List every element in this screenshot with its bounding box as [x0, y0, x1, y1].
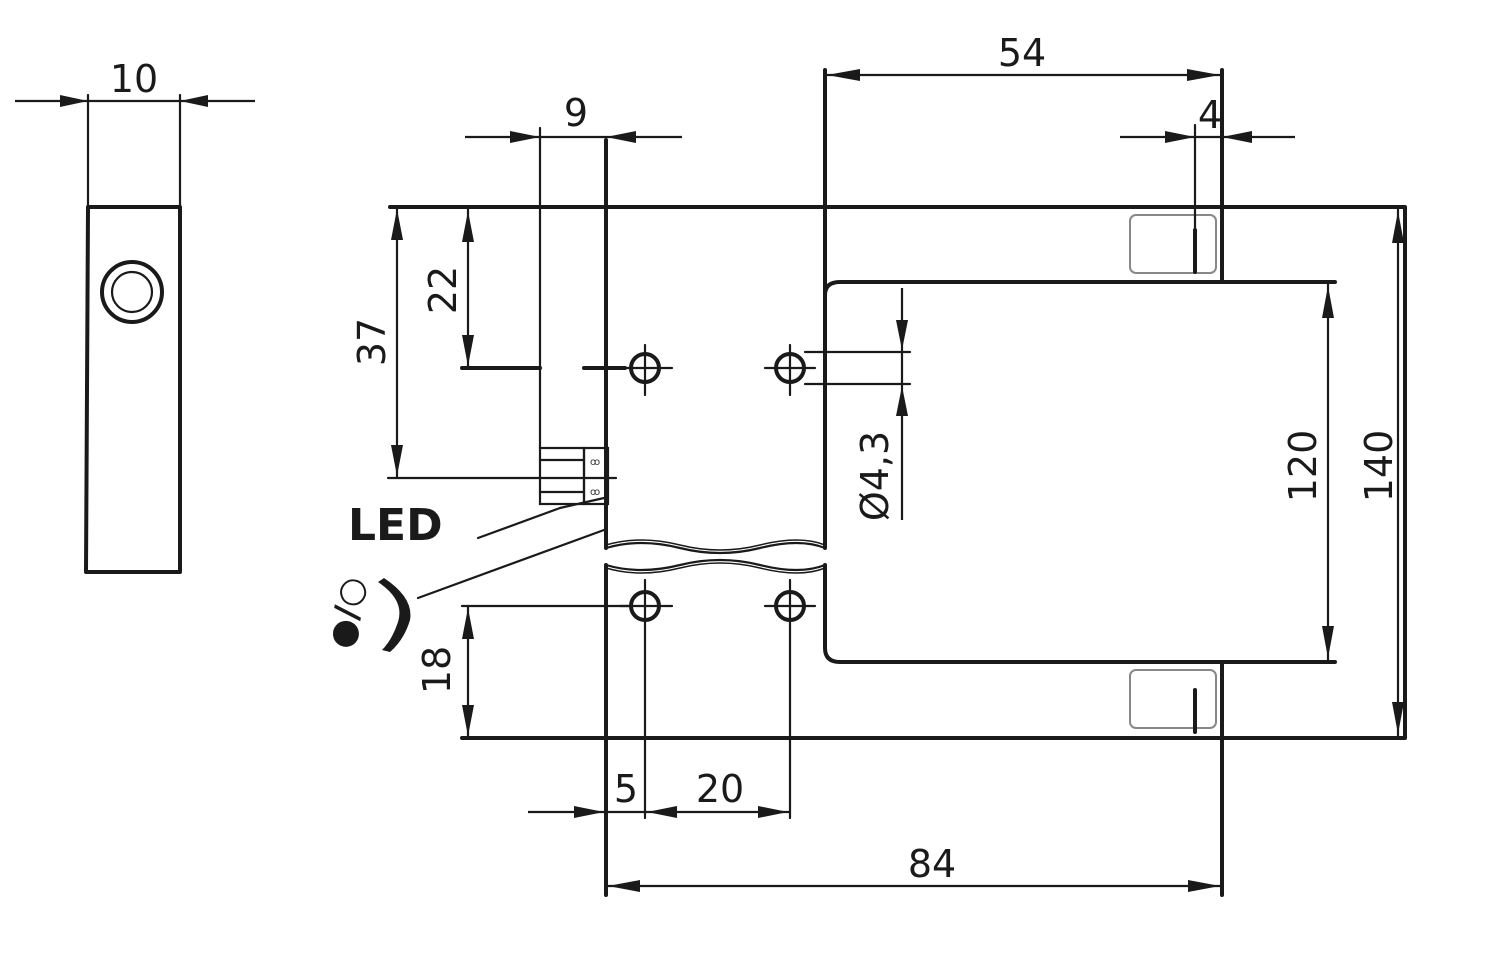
dim-led-height: 37 [350, 318, 394, 366]
connector-circle [100, 260, 164, 324]
dimension-22: 22 [421, 209, 627, 370]
upper-notch [1129, 214, 1217, 274]
dimension-hole-diameter: Ø4,3 [803, 288, 912, 521]
dimension-140: 140 [1357, 209, 1404, 736]
rotary-switch-icon [378, 578, 411, 652]
dim-hole-spacing: 20 [696, 767, 744, 811]
dim-hole-x-offset: 5 [614, 767, 638, 811]
dimension-120: 120 [1281, 284, 1334, 660]
mounting-hole-upper-left [618, 343, 674, 397]
lower-notch [1129, 669, 1217, 729]
dim-total-height: 140 [1357, 430, 1401, 503]
switch-symbol-label: ●/○ [321, 574, 373, 652]
dimension-37: 37 [350, 207, 618, 480]
dim-hole-top-offset: 22 [421, 266, 465, 314]
led-indicator: ꝏ ꝏ [538, 446, 610, 506]
dim-inner-height: 120 [1281, 430, 1325, 503]
dim-bottom-hole-height: 18 [415, 646, 459, 694]
dim-led-offset: 9 [564, 91, 588, 135]
dimension-18: 18 [415, 604, 632, 738]
switch-label-group: ●/○ [321, 528, 606, 652]
svg-text:ꝏ: ꝏ [590, 457, 600, 468]
dimension-84: 84 [606, 842, 1222, 892]
dimension-4: 4 [1120, 93, 1295, 230]
dim-total-width: 84 [908, 842, 956, 886]
svg-text:ꝏ: ꝏ [590, 487, 600, 498]
dim-slot-width: 54 [998, 31, 1046, 75]
fork-sensor-front-view: ꝏ ꝏ [388, 68, 1407, 897]
dimension-9: 9 [465, 91, 682, 450]
dim-side-width: 10 [110, 57, 158, 101]
led-label-group: LED [348, 496, 606, 551]
side-view: 10 [15, 57, 255, 574]
mounting-hole-lower-right [763, 578, 817, 820]
dimension-5-20: 5 20 [528, 767, 790, 818]
led-label: LED [348, 500, 443, 551]
mounting-hole-upper-right [763, 343, 817, 397]
dim-mark-width: 4 [1198, 93, 1222, 137]
dimension-54: 54 [825, 31, 1222, 81]
dim-hole-diameter: Ø4,3 [853, 431, 897, 521]
